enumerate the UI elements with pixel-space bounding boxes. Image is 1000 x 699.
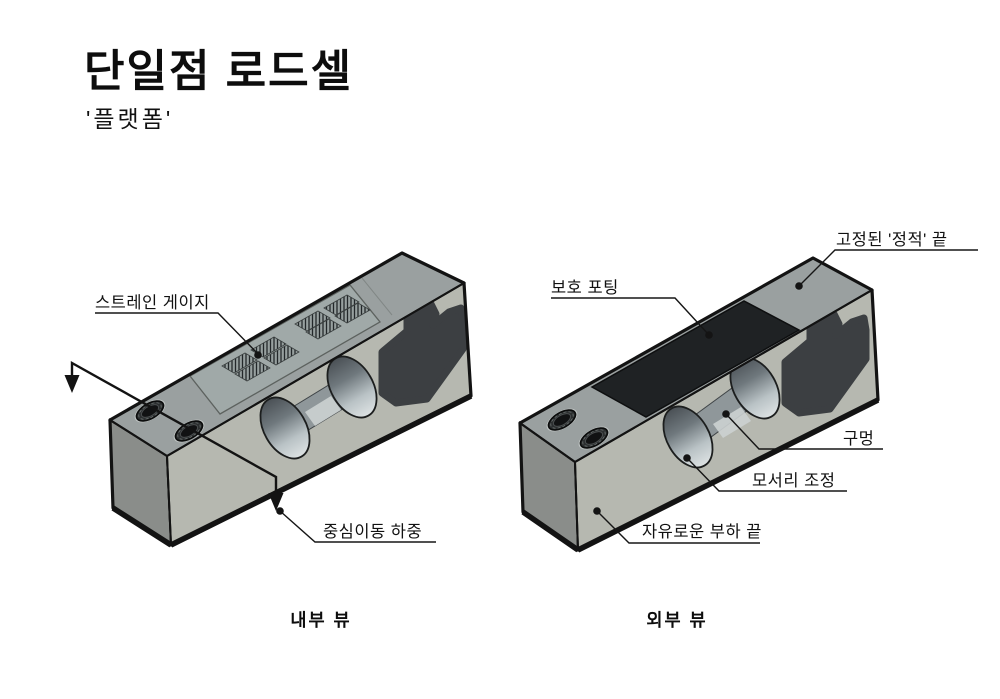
- internal-edges: [519, 289, 873, 551]
- flexure-hole-left: [662, 405, 714, 469]
- leader-dot: [276, 507, 284, 515]
- threaded-hole-1: [546, 408, 578, 432]
- leader-dot: [683, 454, 691, 462]
- internal-edges: [109, 282, 465, 546]
- leader-line: [686, 457, 847, 492]
- page-title: 단일점 로드셀: [84, 47, 354, 96]
- leader-dot: [705, 331, 713, 339]
- leader-dot: [593, 507, 601, 515]
- load-axis-line: [70, 360, 278, 494]
- label-strain-gauge: 스트레인 게이지: [95, 293, 210, 312]
- down-arrow-icon: [268, 493, 284, 511]
- label-free-load-end: 자유로운 부하 끝: [642, 522, 762, 541]
- protective-potting-area: [590, 300, 801, 418]
- bottom-shadow-edge: [111, 393, 473, 548]
- leader-line: [279, 510, 436, 543]
- down-arrow-icon: [64, 375, 80, 393]
- bottom-shadow-edge: [521, 397, 880, 553]
- callout-strain-gauge: 스트레인 게이지: [95, 293, 262, 359]
- callout-corner-adjust: 모서리 조정: [683, 454, 847, 492]
- callout-free-load-end: 자유로운 부하 끝: [593, 507, 762, 544]
- leader-dot: [722, 410, 730, 418]
- flexure-web-highlight: [305, 396, 341, 426]
- leader-line: [798, 249, 978, 287]
- caption-external-view: 외부 뷰: [646, 610, 707, 630]
- label-protective-potting: 보호 포팅: [551, 278, 619, 297]
- label-fixed-static-end: 고정된 '정적' 끝: [836, 230, 948, 249]
- leader-line: [551, 297, 710, 336]
- loadcell-internal-view: [64, 251, 473, 548]
- flexure-hole-left: [259, 396, 311, 460]
- callout-offset-load: 중심이동 하중: [276, 507, 436, 543]
- leader-line: [596, 510, 760, 544]
- caption-internal-view: 내부 뷰: [290, 610, 351, 630]
- page-subtitle: '플랫폼': [86, 106, 174, 132]
- leader-line: [95, 312, 259, 355]
- leader-dot: [254, 351, 262, 359]
- callout-fixed-static-end: 고정된 '정적' 끝: [795, 230, 978, 290]
- label-offset-load: 중심이동 하중: [323, 522, 422, 541]
- callout-protective-potting: 보호 포팅: [551, 278, 713, 339]
- callout-hole: 구멍: [722, 410, 883, 450]
- leader-dot: [795, 282, 803, 290]
- flexure-web-highlight: [713, 407, 751, 438]
- label-hole: 구멍: [843, 429, 874, 448]
- top-groove-line: [361, 277, 393, 316]
- leader-line: [725, 413, 883, 450]
- label-corner-adjust: 모서리 조정: [752, 471, 835, 490]
- threaded-hole-2: [173, 419, 205, 443]
- threaded-hole-2: [578, 426, 610, 450]
- loadcell-external-view: [518, 256, 880, 553]
